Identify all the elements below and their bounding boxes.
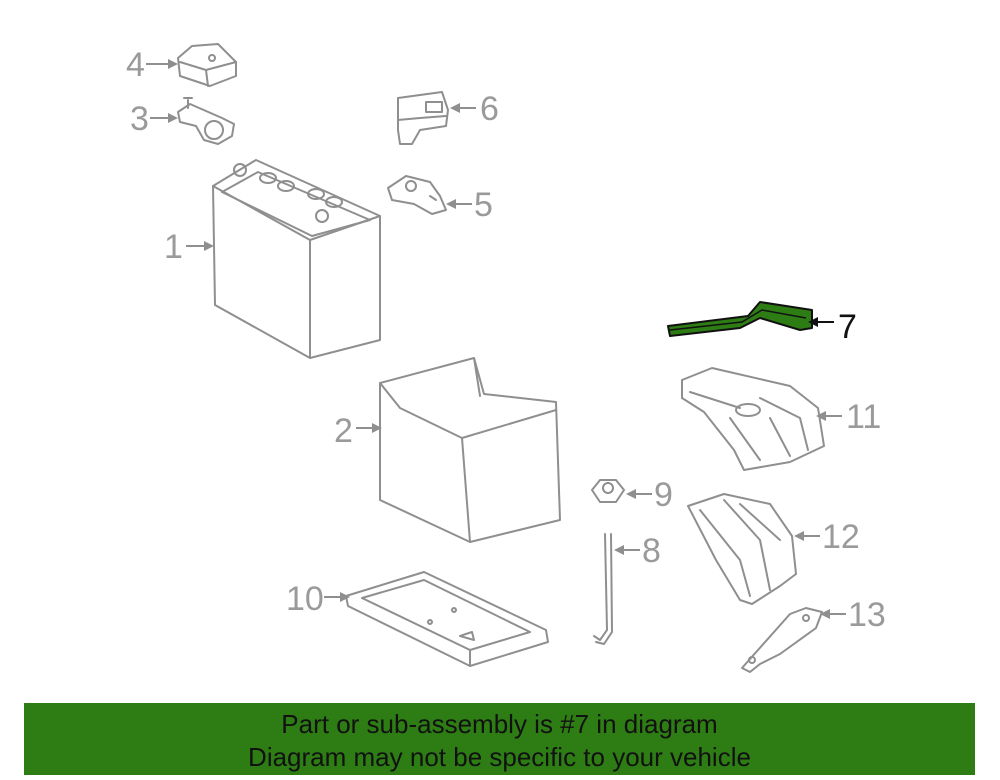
callout-9: 9 (626, 476, 673, 514)
callout-6: 6 (450, 90, 499, 128)
banner-line-2: Diagram may not be specific to your vehi… (248, 742, 751, 772)
callout-5: 5 (446, 186, 493, 224)
callout-13-label: 13 (848, 596, 886, 634)
callout-12: 12 (794, 518, 860, 556)
callout-8: 8 (614, 532, 661, 570)
callout-10: 10 (286, 580, 350, 618)
callout-9-label: 9 (654, 476, 673, 514)
banner-line-1: Part or sub-assembly is #7 in diagram (281, 709, 718, 739)
callout-2-label: 2 (334, 412, 353, 450)
callout-7: 7 (808, 308, 857, 346)
part-12-bracket[interactable] (687, 493, 797, 605)
part-2-battery-case[interactable] (379, 357, 561, 543)
callout-10-label: 10 (286, 580, 324, 618)
part-4-terminal-cover[interactable] (177, 43, 237, 87)
callout-8-label: 8 (642, 532, 661, 570)
callout-4-label: 4 (126, 46, 145, 84)
callout-7-label: 7 (838, 308, 857, 346)
part-1-battery[interactable] (212, 159, 381, 359)
part-5-terminal[interactable] (387, 175, 447, 215)
part-10-battery-tray[interactable] (345, 571, 549, 667)
callout-5-label: 5 (474, 186, 493, 224)
callout-3: 3 (130, 100, 178, 138)
callout-4: 4 (126, 46, 178, 84)
info-banner: Part or sub-assembly is #7 in diagram Di… (24, 703, 975, 775)
callout-13: 13 (820, 596, 886, 634)
callout-1-label: 1 (164, 228, 183, 266)
part-11-bracket[interactable] (681, 367, 825, 471)
callout-6-label: 6 (480, 90, 499, 128)
callout-2: 2 (334, 412, 382, 450)
part-9-nut[interactable] (591, 479, 625, 503)
part-7-hold-down-bracket[interactable] (667, 301, 813, 337)
part-6-clip[interactable] (397, 91, 449, 145)
callout-3-label: 3 (130, 100, 149, 138)
parts-diagram: 4 3 6 5 (126, 43, 886, 673)
part-3-terminal-clamp[interactable] (177, 97, 235, 145)
callout-1: 1 (164, 228, 214, 266)
callout-11-label: 11 (846, 398, 881, 436)
callout-12-label: 12 (822, 518, 860, 556)
callout-11: 11 (816, 398, 881, 436)
part-8-rod[interactable] (593, 533, 613, 645)
part-13-bracket[interactable] (741, 607, 823, 673)
